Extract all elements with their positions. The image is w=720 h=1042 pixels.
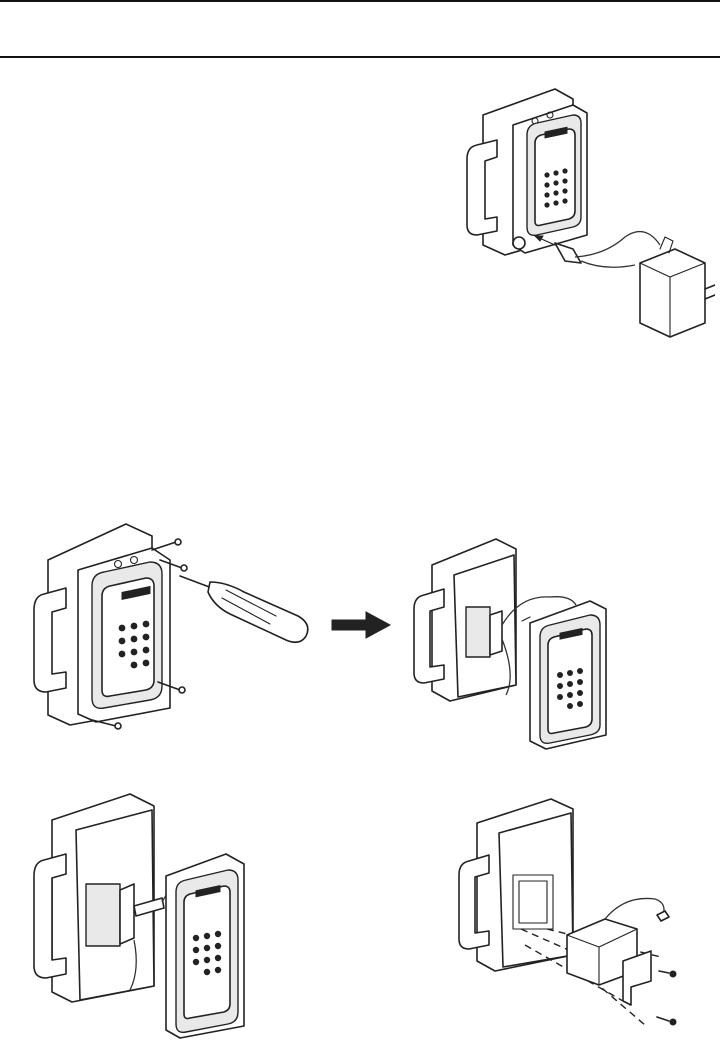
keypad-enclosure-exploded-icon bbox=[455, 795, 695, 1040]
fig-disconnect-cable bbox=[30, 790, 270, 1040]
fig-power-connection bbox=[455, 85, 715, 345]
keypad-enclosure-with-power-adapter-icon bbox=[455, 85, 715, 345]
header-rule bbox=[0, 56, 720, 58]
keypad-enclosure-screwdriver-icon bbox=[30, 520, 330, 735]
keypad-enclosure-opened-icon bbox=[410, 535, 620, 750]
fig-step-arrow bbox=[330, 610, 392, 640]
fig-open-front-cover bbox=[410, 535, 620, 750]
keypad-enclosure-cable-disconnect-icon bbox=[30, 790, 270, 1040]
fig-remove-screws bbox=[30, 520, 330, 735]
right-arrow-icon bbox=[330, 610, 392, 640]
fig-remove-module bbox=[455, 795, 695, 1040]
top-rule bbox=[0, 0, 720, 2]
